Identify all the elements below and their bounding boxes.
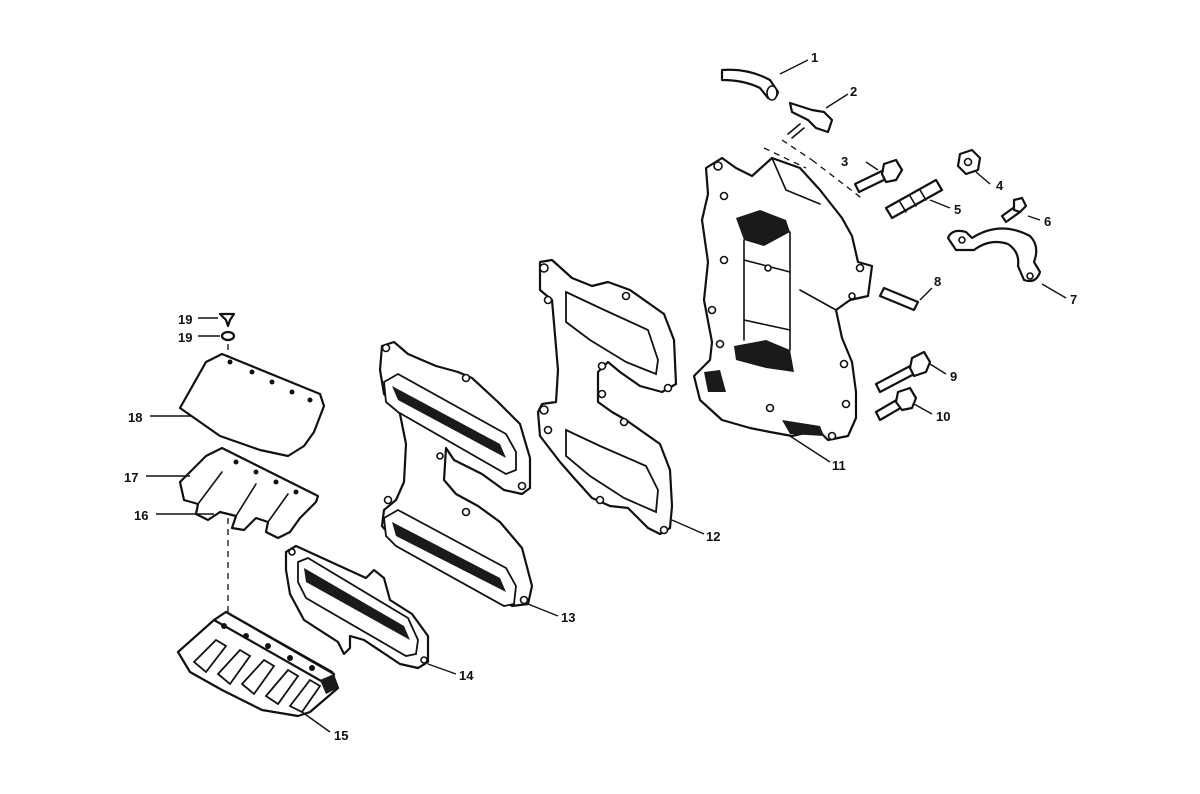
part-10-bolt: [874, 386, 933, 422]
part-9-bolt: [874, 350, 947, 394]
callout-8: 8: [934, 274, 941, 289]
part-1-hose: [720, 59, 809, 101]
part-11-housing: [692, 156, 874, 463]
part-2-fitting: [787, 93, 849, 139]
callout-9: 9: [950, 369, 957, 384]
callout-4: 4: [996, 178, 1004, 193]
part-19-screw-washer: [198, 312, 236, 342]
callout-10: 10: [936, 409, 950, 424]
part-3-bolt: [853, 158, 904, 194]
assembly-lines-right: [763, 139, 865, 201]
part-13-reed-plate: [378, 340, 559, 617]
callout-17: 17: [124, 470, 138, 485]
callout-18: 18: [128, 410, 142, 425]
part-5-stud: [884, 178, 951, 220]
callout-3: 3: [841, 154, 848, 169]
callout-16: 16: [134, 508, 148, 523]
part-12-gasket: [536, 258, 705, 536]
reed-cage-ports: [192, 638, 322, 714]
callout-2: 2: [850, 84, 857, 99]
callout-6: 6: [1044, 214, 1051, 229]
part-15-reed-cage: [176, 610, 340, 733]
callout-15: 15: [334, 728, 348, 743]
part-6-screw: [1000, 196, 1041, 224]
callout-13: 13: [561, 610, 575, 625]
callout-14: 14: [459, 668, 474, 683]
callout-labels: 1 2 3 4 5 6 7 8 9 10 11 12 13 14 15 16 1…: [124, 50, 1077, 743]
callout-19-screw: 19: [178, 312, 192, 327]
callout-12: 12: [706, 529, 720, 544]
callout-11: 11: [832, 458, 846, 473]
part-18-reed-stop: [150, 352, 326, 458]
callout-7: 7: [1070, 292, 1077, 307]
part-4-nut: [956, 148, 991, 185]
part-7-clamp: [946, 227, 1067, 299]
callout-5: 5: [954, 202, 961, 217]
part-16-reed-petals: [156, 446, 320, 540]
callout-1: 1: [811, 50, 818, 65]
part-14-gasket: [284, 544, 457, 675]
part-8-stud: [878, 286, 933, 312]
callout-19-washer: 19: [178, 330, 192, 345]
